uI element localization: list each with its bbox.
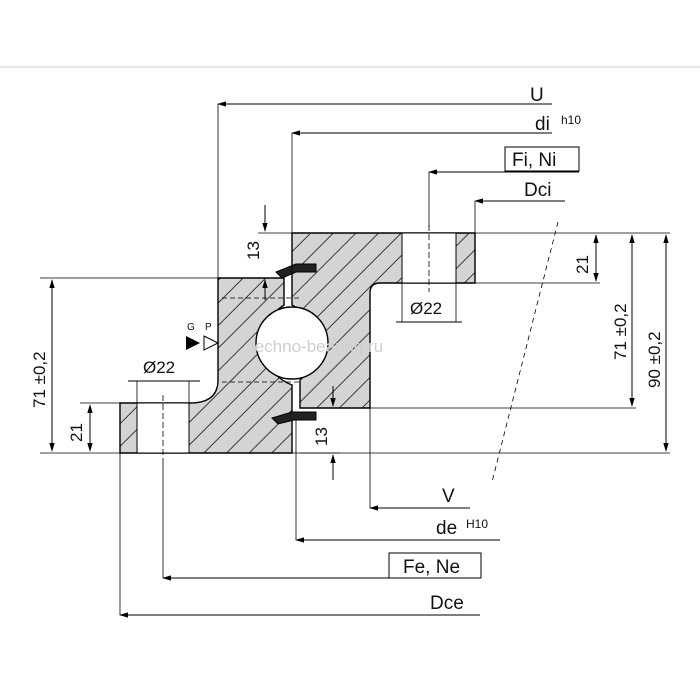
dim-inner-height: 71 ±0,2: [611, 303, 630, 360]
label-dci: Dci: [524, 180, 551, 201]
label-dce: Dce: [430, 593, 464, 614]
dim-total-height: 90 ±0,2: [645, 331, 664, 388]
label-fe-ne: Fe, Ne: [403, 557, 460, 578]
watermark-text: techno-bearing.ru: [250, 337, 383, 356]
lube-p-symbol: [203, 335, 220, 351]
dim-outer-height: 71 ±0,2: [30, 351, 49, 408]
label-v: V: [442, 486, 455, 507]
rolling-ball: [255, 306, 329, 380]
dim-outer-hole: Ø22: [143, 358, 175, 377]
label-di-tolerance: h10: [561, 113, 581, 127]
label-u: U: [530, 85, 544, 106]
label-de-tolerance: H10: [466, 517, 488, 531]
dim-top-gap: 13: [244, 241, 263, 260]
dim-inner-hole: Ø22: [410, 299, 442, 318]
dim-outer-flange: 21: [67, 423, 86, 442]
label-fi-ni-box: [504, 146, 580, 172]
dim-bottom-gap: 13: [312, 427, 331, 446]
label-de: de: [436, 518, 457, 539]
label-fi-ni: Fi, Ni: [512, 150, 556, 171]
lube-p-label: P: [205, 322, 212, 333]
label-di: di: [535, 114, 550, 135]
lube-g-label: G: [187, 322, 195, 333]
seal-bottom: [271, 411, 317, 425]
lube-g-symbol: [186, 336, 200, 350]
dim-inner-flange: 21: [573, 255, 592, 274]
label-fe-ne-box: [388, 552, 482, 579]
